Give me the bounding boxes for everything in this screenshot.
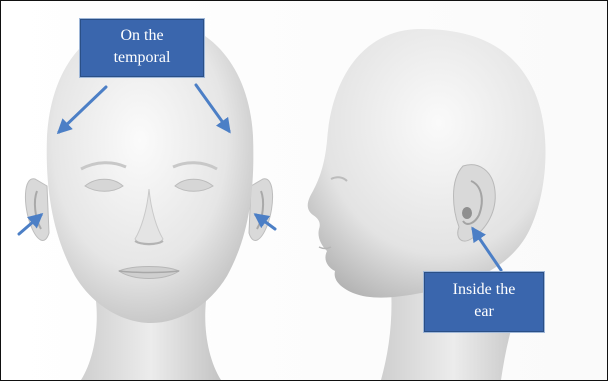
ear-label-line1: Inside the xyxy=(424,279,544,301)
temporal-label-line2: temporal xyxy=(80,47,204,69)
temporal-label-line1: On the xyxy=(80,25,204,47)
ear-label-box: Inside the ear xyxy=(423,271,545,333)
ear-label-line2: ear xyxy=(424,301,544,323)
temporal-label-box: On the temporal xyxy=(79,18,205,78)
